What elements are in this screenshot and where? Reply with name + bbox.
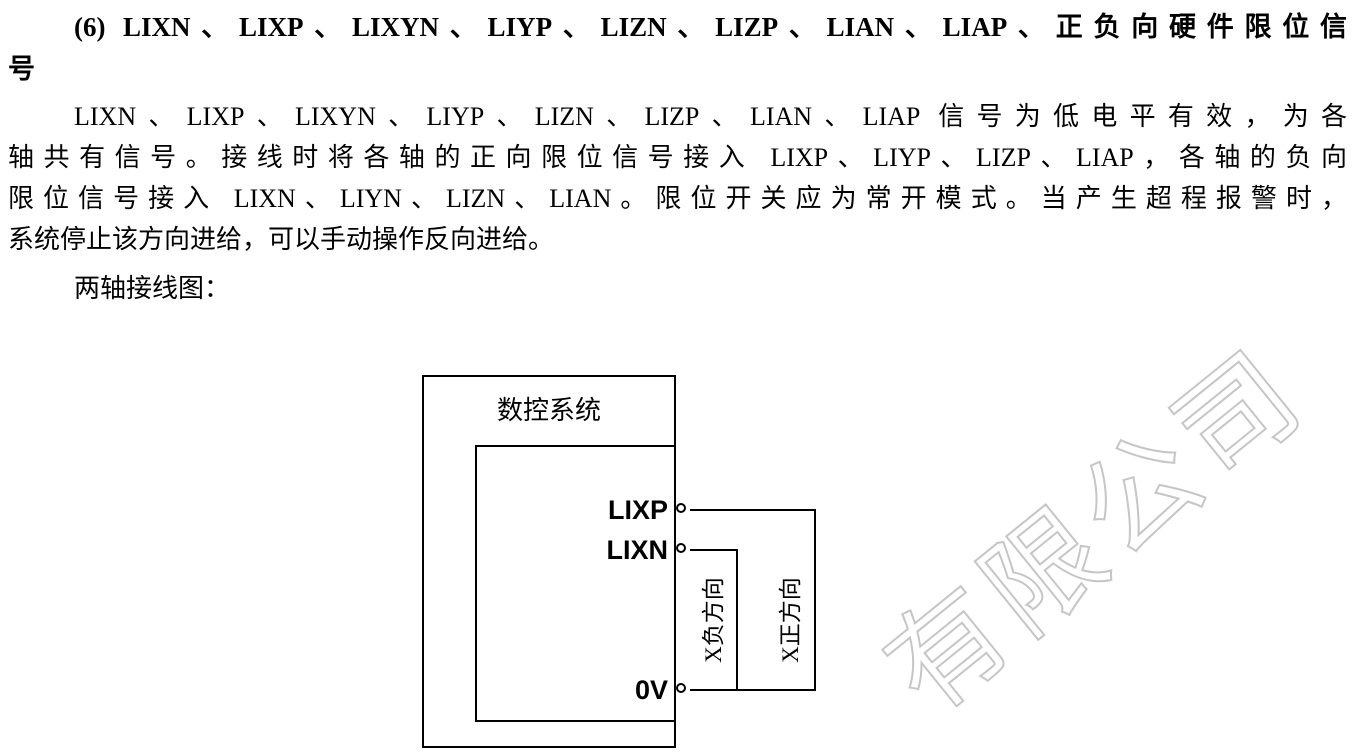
section-heading-line-1: (6) LIXN、LIXP、LIXYN、LIYP、LIZN、LIZP、LIAN、… [74, 12, 1347, 42]
terminal-label-lixn: LIXN [606, 535, 668, 565]
wire-lixp-horizontal [690, 509, 816, 511]
terminal-label-0v: 0V [634, 675, 668, 705]
x-negative-direction-label: X负方向 [701, 577, 726, 663]
body-paragraph-line-3: 限位信号接入 LIXN、LIYN、LIZN、LIAN。限位开关应为常开模式。当产… [8, 184, 1347, 213]
section-heading: (6) LIXN、LIXP、LIXYN、LIYP、LIZN、LIZP、LIAN、… [8, 6, 1347, 90]
body-paragraph: LIXN、LIXP、LIXYN、LIYP、LIZN、LIZP、LIAN、LIAP… [8, 96, 1347, 260]
terminal-circle-lixp [676, 503, 686, 513]
text-column: (6) LIXN、LIXP、LIXYN、LIYP、LIZN、LIZP、LIAN、… [8, 6, 1347, 309]
wire-0v-horizontal [690, 689, 816, 691]
body-paragraph-line-2: 轴共有信号。接线时将各轴的正向限位信号接入 LIXP、LIYP、LIZP、LIA… [8, 143, 1347, 172]
x-positive-direction-label: X正方向 [778, 577, 803, 663]
io-terminal-box [475, 445, 676, 722]
terminal-circle-lixn [676, 543, 686, 553]
diagram-caption: 两轴接线图： [74, 274, 231, 303]
terminal-label-lixp: LIXP [607, 495, 668, 525]
body-paragraph-line-4: 系统停止该方向进给，可以手动操作反向进给。 [8, 225, 555, 254]
section-heading-line-2: 号 [8, 54, 35, 84]
wire-positive-limit-vertical [814, 509, 816, 691]
body-paragraph-line-1: LIXN、LIXP、LIXYN、LIYP、LIZN、LIZP、LIAN、LIAP… [74, 102, 1347, 131]
terminal-circle-0v [676, 683, 686, 693]
wire-negative-limit-vertical [736, 549, 738, 691]
wire-lixn-horizontal [690, 549, 738, 551]
cnc-system-label: 数控系统 [496, 396, 601, 425]
